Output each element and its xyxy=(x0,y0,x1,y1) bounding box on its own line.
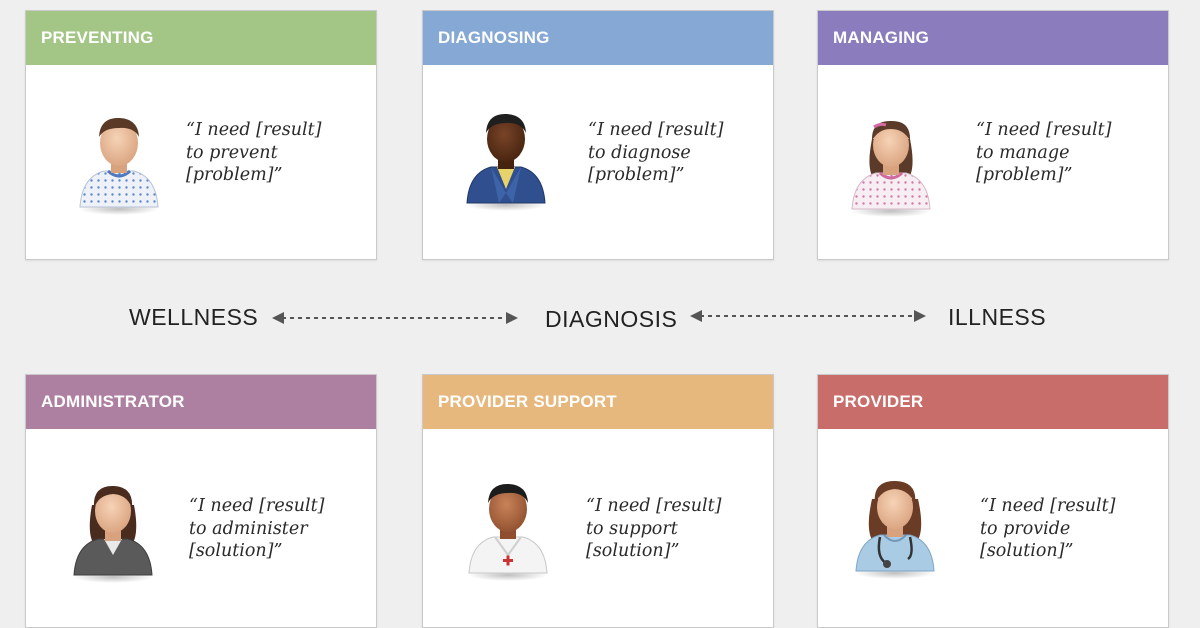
quote-line: [solution]” xyxy=(586,541,680,561)
quote-line: “I need [result] xyxy=(980,496,1116,516)
double-arrow-right xyxy=(690,310,926,322)
quote-line: to administer xyxy=(189,518,308,539)
card-quote: “I need [result] to support [solution]” xyxy=(586,495,721,563)
quote-line: “I need [result] xyxy=(976,120,1112,140)
medic-male-icon xyxy=(468,483,548,581)
card-title: ADMINISTRATOR xyxy=(41,392,185,411)
administrator-female-icon xyxy=(73,485,153,583)
card-provider: PROVIDER “I need [result] to provide [so… xyxy=(817,374,1169,628)
card-header-preventing: PREVENTING xyxy=(26,11,376,65)
card-quote: “I need [result] to diagnose [problem]” xyxy=(588,119,723,187)
card-administrator: ADMINISTRATOR “I need [result] to admini… xyxy=(25,374,377,628)
card-body: “I need [result] to manage [problem]” xyxy=(818,65,1168,259)
quote-line: “I need [result] xyxy=(586,496,722,516)
card-body: “I need [result] to prevent [problem]” xyxy=(26,65,376,259)
card-body: “I need [result] to diagnose [problem]” xyxy=(423,65,773,259)
card-title: MANAGING xyxy=(833,28,930,47)
card-header-diagnosing: DIAGNOSING xyxy=(423,11,773,65)
card-header-provider-support: PROVIDER SUPPORT xyxy=(423,375,773,429)
card-header-provider: PROVIDER xyxy=(818,375,1168,429)
card-quote: “I need [result] to manage [problem]” xyxy=(976,119,1111,187)
card-header-administrator: ADMINISTRATOR xyxy=(26,375,376,429)
quote-line: “I need [result] xyxy=(186,120,322,140)
quote-line: “I need [result] xyxy=(588,120,724,140)
quote-line: “I need [result] xyxy=(189,496,325,516)
card-quote: “I need [result] to prevent [problem]” xyxy=(186,119,321,187)
quote-line: to support xyxy=(586,518,678,539)
spectrum-label-illness: ILLNESS xyxy=(948,304,1047,330)
card-diagnosing: DIAGNOSING “I need [result] to diagnose … xyxy=(422,10,774,260)
double-arrow-left xyxy=(272,312,518,324)
card-title: DIAGNOSING xyxy=(438,28,550,47)
card-quote: “I need [result] to provide [solution]” xyxy=(980,495,1115,563)
patient-female-icon xyxy=(851,120,931,217)
quote-line: to diagnose xyxy=(588,142,691,163)
card-body: “I need [result] to provide [solution]” xyxy=(818,429,1168,627)
patient-male-icon xyxy=(79,117,159,215)
quote-line: [problem]” xyxy=(588,165,685,185)
card-provider-support: PROVIDER SUPPORT “I need [result] to sup… xyxy=(422,374,774,628)
quote-line: to manage xyxy=(976,142,1070,163)
quote-line: [problem]” xyxy=(186,165,283,185)
spectrum-label-wellness: WELLNESS xyxy=(129,304,259,330)
quote-line: to prevent xyxy=(186,142,278,163)
card-body: “I need [result] to support [solution]” xyxy=(423,429,773,627)
card-title: PROVIDER SUPPORT xyxy=(438,392,617,411)
card-title: PROVIDER xyxy=(833,392,924,411)
quote-line: [solution]” xyxy=(980,541,1074,561)
card-quote: “I need [result] to administer [solution… xyxy=(189,495,324,563)
quote-line: [solution]” xyxy=(189,541,283,561)
doctor-female-icon xyxy=(855,480,935,579)
card-header-managing: MANAGING xyxy=(818,11,1168,65)
card-preventing: PREVENTING “I need [result] to prevent [… xyxy=(25,10,377,260)
card-body: “I need [result] to administer [solution… xyxy=(26,429,376,627)
quote-line: to provide xyxy=(980,518,1071,539)
quote-line: [problem]” xyxy=(976,165,1073,185)
card-managing: MANAGING “I need [result] to manage [pro… xyxy=(817,10,1169,260)
card-title: PREVENTING xyxy=(41,28,154,47)
spectrum-label-diagnosis: DIAGNOSIS xyxy=(545,306,678,332)
person-male-suit-icon xyxy=(466,113,546,211)
